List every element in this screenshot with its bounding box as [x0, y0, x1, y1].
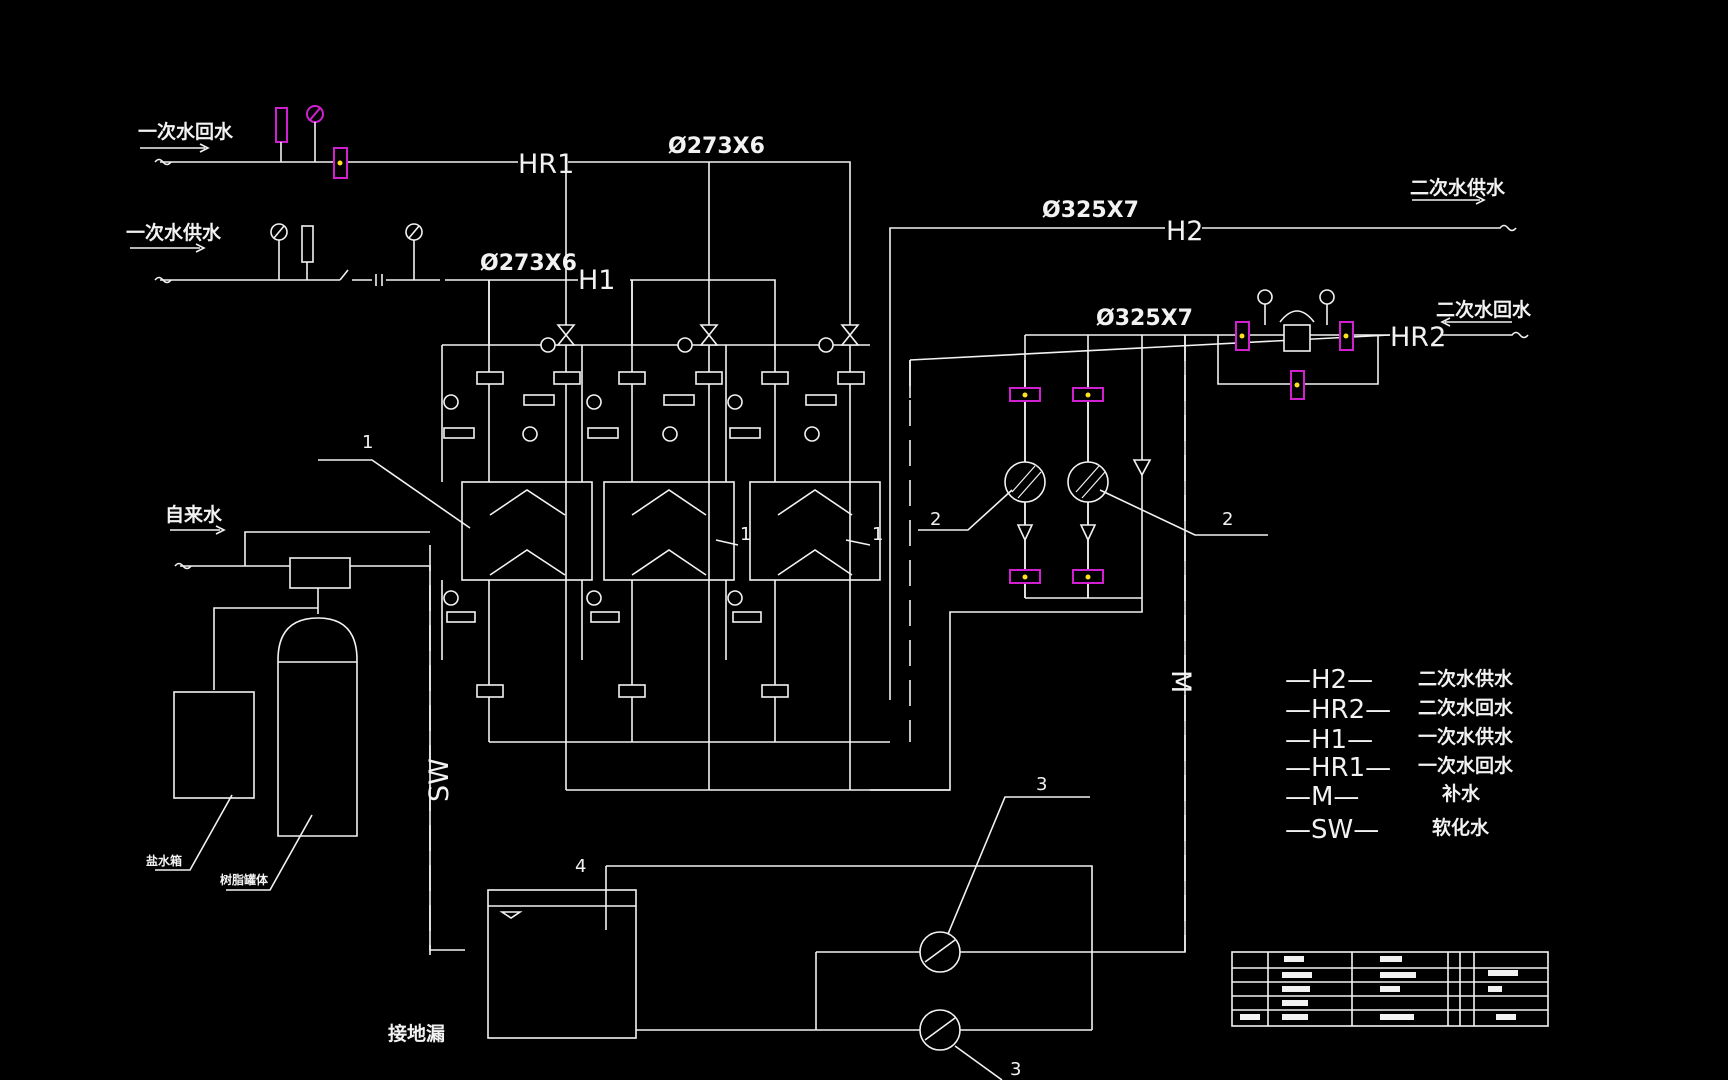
- flow-meter-icon: [1009, 387, 1104, 584]
- secondary-return-label: 二次水回水: [1436, 298, 1532, 321]
- legend-desc: 二次水回水: [1418, 696, 1514, 719]
- dn-325-top: Ø325X7: [1042, 198, 1139, 223]
- flow-meter-icon: [1235, 321, 1354, 400]
- secondary-return-line: [870, 317, 1529, 791]
- primary-supply-line: [130, 243, 776, 350]
- callout-4: 4: [575, 856, 586, 877]
- pipe-sw-label: SW: [424, 758, 455, 802]
- pressure-gauge-icon: [306, 105, 324, 162]
- softener-label: 树脂罐体: [220, 872, 269, 887]
- dirt-separator-icon: [1257, 289, 1335, 352]
- pipe-h2-label: H2: [1166, 216, 1203, 247]
- thermometer-icon: [275, 107, 288, 162]
- thermometer-icon: [301, 225, 314, 280]
- callout-3a: 3: [1036, 774, 1047, 795]
- legend-desc: 二次水供水: [1418, 667, 1514, 690]
- salt-tank: [173, 691, 255, 799]
- primary-return-line: [140, 143, 851, 325]
- legend-desc: 一次水回水: [1418, 754, 1514, 777]
- title-block: [1231, 951, 1549, 1027]
- secondary-supply-label: 二次水供水: [1410, 176, 1506, 199]
- pipe-hr2-label: HR2: [1390, 322, 1446, 353]
- primary-supply-label: 一次水供水: [126, 221, 222, 244]
- callout-1c: 1: [872, 524, 883, 545]
- legend-code: —SW—: [1285, 815, 1379, 845]
- heat-exchanger-bank: [441, 280, 950, 791]
- salt-tank-label: 盐水箱: [146, 853, 182, 868]
- temperature-sensor-icon: [476, 371, 865, 698]
- legend-code: —H1—: [1285, 725, 1373, 755]
- legend-desc: 一次水供水: [1418, 725, 1514, 748]
- legend-code: —H2—: [1285, 665, 1373, 695]
- callout-2a: 2: [930, 509, 941, 530]
- legend-desc: 软化水: [1432, 816, 1490, 839]
- callout-2b: 2: [1222, 509, 1233, 530]
- legend: —H2— 二次水供水 —HR2— 二次水回水 —H1— 一次水供水 —HR1— …: [1285, 665, 1514, 845]
- circulation-pumps: [1004, 360, 1152, 599]
- pipe-m-label: M: [1165, 670, 1196, 693]
- callout-1a: 1: [362, 432, 373, 453]
- pressure-gauge-icon: [405, 223, 423, 280]
- legend-desc: 补水: [1442, 782, 1481, 805]
- tap-water-label: 自来水: [165, 503, 223, 526]
- dn-273-top: Ø273X6: [668, 134, 765, 159]
- flow-meter-icon: [333, 147, 348, 179]
- dn-325-right: Ø325X7: [1096, 306, 1193, 331]
- gauge-row-icon: [443, 394, 837, 623]
- legend-code: —M—: [1285, 782, 1359, 812]
- makeup-water-tank: [487, 865, 1093, 1039]
- callout-1b: 1: [740, 524, 751, 545]
- legend-code: —HR2—: [1285, 695, 1391, 725]
- pipe-hr1-label: HR1: [518, 149, 574, 180]
- pressure-gauge-icon: [270, 223, 288, 280]
- legend-code: —HR1—: [1285, 753, 1391, 783]
- primary-return-label: 一次水回水: [138, 120, 234, 143]
- callout-3b: 3: [1010, 1059, 1021, 1080]
- softener-tank: [277, 617, 358, 837]
- secondary-supply-line: [889, 195, 1517, 700]
- dn-273-left: Ø273X6: [480, 251, 577, 276]
- pipe-h1-label: H1: [578, 265, 615, 296]
- floor-drain-label: 接地漏: [388, 1022, 445, 1045]
- valve-icon: [540, 324, 860, 353]
